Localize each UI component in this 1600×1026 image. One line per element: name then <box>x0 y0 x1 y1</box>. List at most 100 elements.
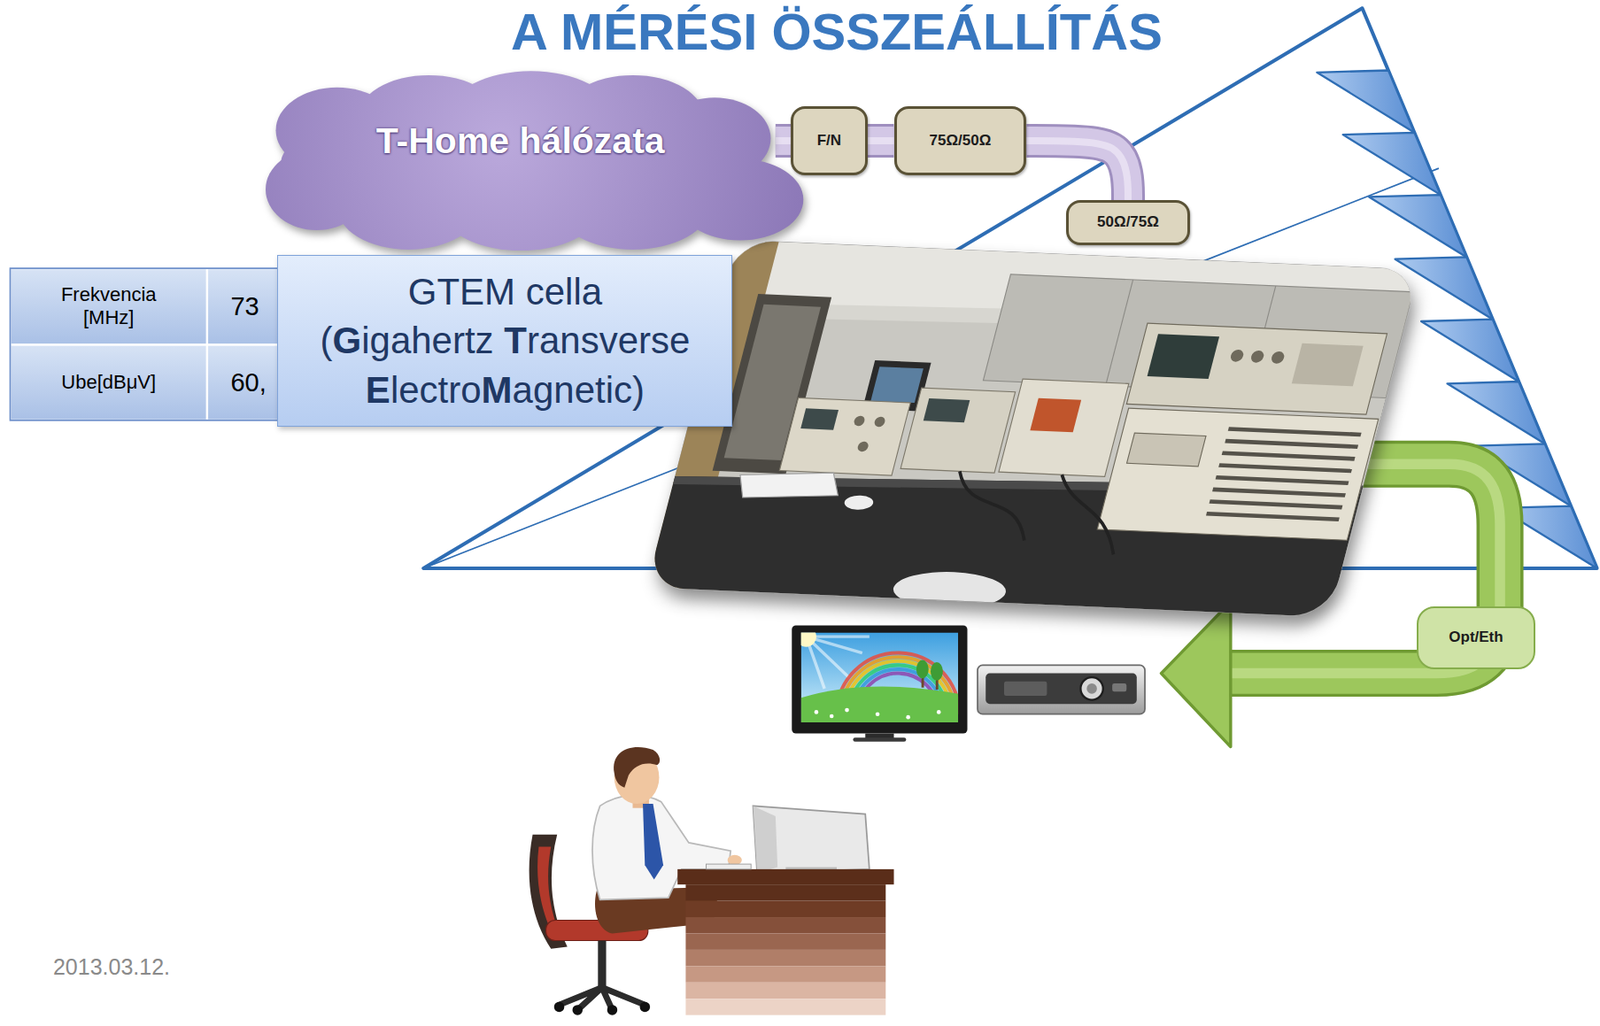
lab-photo <box>643 239 1419 626</box>
television <box>801 633 817 648</box>
operator-figure <box>685 998 886 1015</box>
data-table <box>10 268 320 421</box>
television <box>916 660 929 680</box>
lab-photo <box>998 378 1129 477</box>
set-top-box <box>1080 677 1103 700</box>
absorber-teeth <box>1316 70 1415 133</box>
television <box>852 737 906 743</box>
lab-photo <box>1219 465 1353 472</box>
television <box>814 708 942 720</box>
data-table <box>10 268 320 421</box>
operator-figure <box>613 747 660 789</box>
box-label: T-Home hálózata <box>376 120 665 163</box>
lab-photo <box>646 239 1420 618</box>
television <box>930 662 943 681</box>
cable-pipe <box>1026 140 1129 201</box>
operator-figure <box>677 869 894 885</box>
signal-arrow <box>1160 602 1230 748</box>
television <box>791 625 967 742</box>
lab-photo <box>852 416 866 427</box>
operator-figure <box>597 941 606 989</box>
adapter-box: 50Ω/75Ω <box>1066 200 1190 246</box>
operator-figure <box>529 747 895 1016</box>
pipe-outline <box>1026 140 1129 201</box>
box-label: 75Ω/50Ω <box>929 131 992 150</box>
pipe-body <box>1026 140 1129 201</box>
lab-photo <box>870 366 924 403</box>
lab-photo <box>888 569 1011 611</box>
interface-box: Opt/Eth <box>1416 606 1537 670</box>
lab-photo <box>1221 453 1355 460</box>
initial-letter: T <box>503 319 527 362</box>
date-stamp: 2013.03.12. <box>53 949 257 986</box>
slide-title: A MÉRÉSI ÖSSZEÁLLÍTÁS <box>439 2 1236 62</box>
lab-photo <box>1213 489 1346 496</box>
absorber-teeth <box>1421 319 1519 382</box>
operator-figure <box>572 1004 584 1016</box>
television <box>844 708 850 713</box>
lab-photo <box>1215 477 1349 484</box>
adapter-box: F/N <box>790 106 867 176</box>
table-value-cell: 60, <box>230 345 278 421</box>
lab-photo <box>646 239 1420 618</box>
lab-photo <box>800 408 839 430</box>
lab-photo <box>1126 323 1387 415</box>
cloud-shape <box>265 69 776 253</box>
lab-photo <box>1206 428 1361 519</box>
television <box>829 714 835 719</box>
set-top-box <box>1086 683 1098 695</box>
operator-figure <box>685 917 886 934</box>
lab-photo <box>942 471 1042 541</box>
lab-photo <box>779 397 911 476</box>
operator-figure <box>705 864 751 870</box>
lab-photo <box>1249 350 1265 364</box>
set-top-box <box>977 664 1145 714</box>
television <box>791 625 967 734</box>
operator-figure <box>685 933 886 950</box>
initial-letter: G <box>332 319 363 362</box>
lab-photo <box>1029 398 1082 433</box>
lab-photo <box>1228 349 1245 363</box>
adapter-box: 75Ω/50Ω <box>894 106 1028 176</box>
operator-figure <box>554 1002 565 1013</box>
lab-photo <box>1209 502 1343 509</box>
gtem-label-box: GTEM cella(Gigahertz Transverse ElectroM… <box>277 255 733 427</box>
lab-photo <box>856 441 869 453</box>
operator-figure <box>685 982 886 999</box>
pipe-body <box>867 126 895 155</box>
table-header-cell: Ube[dBμV] <box>10 345 208 421</box>
cloud-lobe <box>676 159 804 241</box>
initial-letter: E <box>365 369 391 411</box>
lab-photo <box>1206 513 1340 520</box>
table-header-cell: Frekvencia [MHz] <box>10 268 208 345</box>
lab-photo <box>842 494 875 511</box>
illustration <box>10 7 1598 1015</box>
table-value-cell: 73 <box>230 268 278 345</box>
operator-figure <box>685 901 886 918</box>
television <box>875 711 881 717</box>
box-label: Opt/Eth <box>1448 628 1503 647</box>
lab-photo <box>923 398 971 423</box>
pipe-outline <box>775 123 791 158</box>
pipe-body <box>775 126 791 155</box>
box-label: F/N <box>817 131 842 150</box>
lab-photo <box>1097 408 1378 541</box>
absorber-teeth <box>1395 256 1493 319</box>
pipe-highlight <box>867 137 895 145</box>
cable-pipe <box>867 140 895 142</box>
data-table <box>10 268 208 345</box>
cloud-shape <box>265 71 804 252</box>
lab-photo <box>734 469 843 503</box>
television <box>801 686 959 722</box>
operator-figure <box>727 855 743 866</box>
network-cloud: T-Home hálózata <box>265 69 776 253</box>
operator-figure <box>640 1002 651 1013</box>
initial-letter: M <box>481 369 513 411</box>
cable-pipe <box>775 140 791 142</box>
television <box>801 633 959 723</box>
operator-figure <box>685 966 886 982</box>
operator-figure <box>642 803 664 880</box>
operator-figure <box>607 1004 619 1016</box>
